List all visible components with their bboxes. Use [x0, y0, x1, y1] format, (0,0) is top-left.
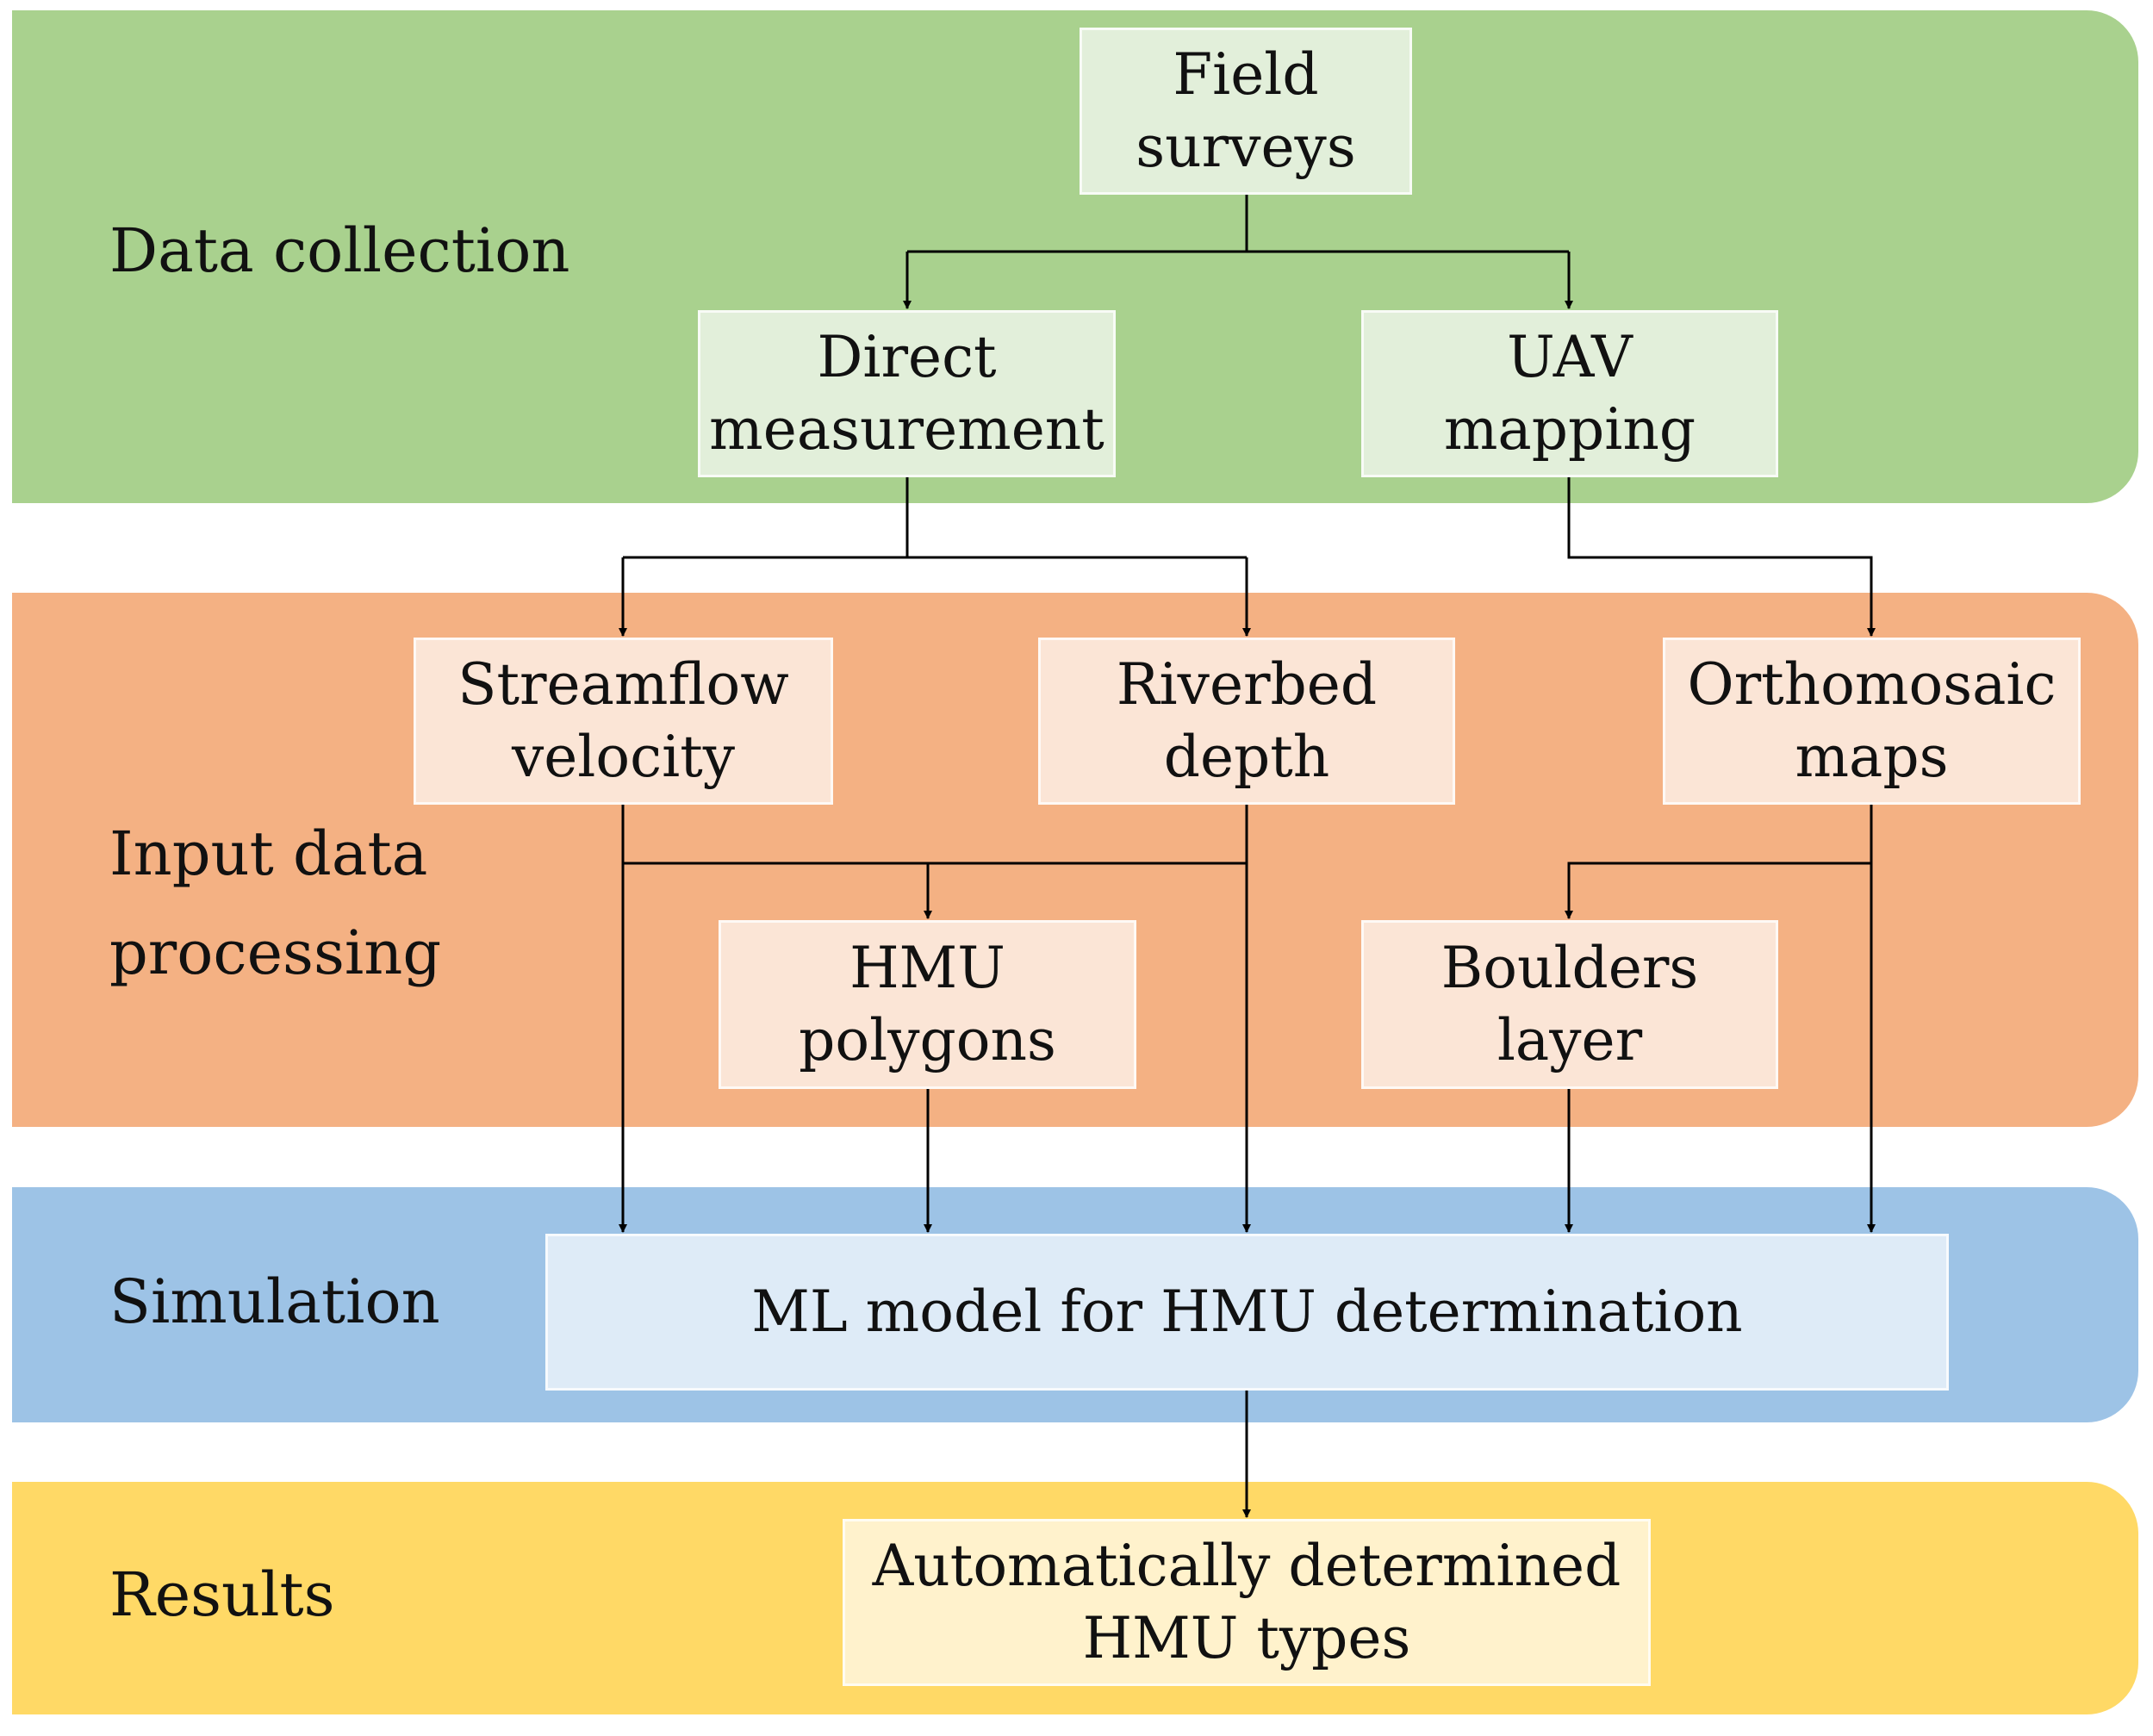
ml-model-label: ML model for HMU determination: [751, 1279, 1743, 1346]
hmu-types-box: Automatically determined HMU types: [843, 1519, 1651, 1686]
orthomosaic-maps-box: Orthomosaic maps: [1663, 638, 2081, 805]
hmu-types-line2: HMU types: [1082, 1605, 1411, 1671]
field-surveys-line2: surveys: [1136, 114, 1356, 180]
streamflow-velocity-line2: velocity: [511, 724, 736, 790]
field-surveys-line1: Field: [1173, 41, 1319, 109]
data-collection-label: Data collection: [109, 215, 570, 286]
uav-mapping-box: UAV mapping: [1361, 310, 1778, 477]
ml-model-box: ML model for HMU determination: [545, 1234, 1949, 1391]
uav-mapping-line1: UAV: [1507, 324, 1633, 391]
boulders-layer-line1: Boulders: [1441, 935, 1699, 1002]
input-processing-label-line1: Input data: [109, 818, 428, 889]
direct-measurement-line2: measurement: [709, 396, 1105, 463]
streamflow-velocity-line1: Streamflow: [457, 651, 789, 719]
hmu-polygons-line2: polygons: [799, 1007, 1056, 1073]
arrow-to-orthomosaic-maps: [1567, 477, 1876, 637]
orthomosaic-maps-line2: maps: [1795, 724, 1949, 790]
direct-measurement-line1: Direct: [817, 324, 997, 391]
riverbed-depth-line1: Riverbed: [1116, 651, 1378, 719]
field-surveys-box: Field surveys: [1080, 28, 1412, 195]
direct-measurement-box: Direct measurement: [698, 310, 1116, 477]
orthomosaic-maps-line1: Orthomosaic: [1687, 651, 2057, 719]
input-processing-label-line2: processing: [109, 918, 442, 988]
riverbed-depth-box: Riverbed depth: [1038, 638, 1455, 805]
boulders-layer-box: Boulders layer: [1361, 920, 1778, 1089]
boulders-layer-line2: layer: [1497, 1007, 1643, 1073]
arrow-to-boulders-layer: [1565, 862, 1871, 919]
uav-mapping-line2: mapping: [1443, 396, 1696, 463]
simulation-label: Simulation: [109, 1266, 440, 1337]
streamflow-velocity-box: Streamflow velocity: [414, 638, 833, 805]
results-label: Results: [109, 1559, 335, 1630]
hmu-polygons-line1: HMU: [849, 935, 1005, 1002]
hmu-polygons-box: HMU polygons: [719, 920, 1136, 1089]
hmu-types-line1: Automatically determined: [872, 1533, 1621, 1600]
riverbed-depth-line2: depth: [1163, 724, 1330, 790]
